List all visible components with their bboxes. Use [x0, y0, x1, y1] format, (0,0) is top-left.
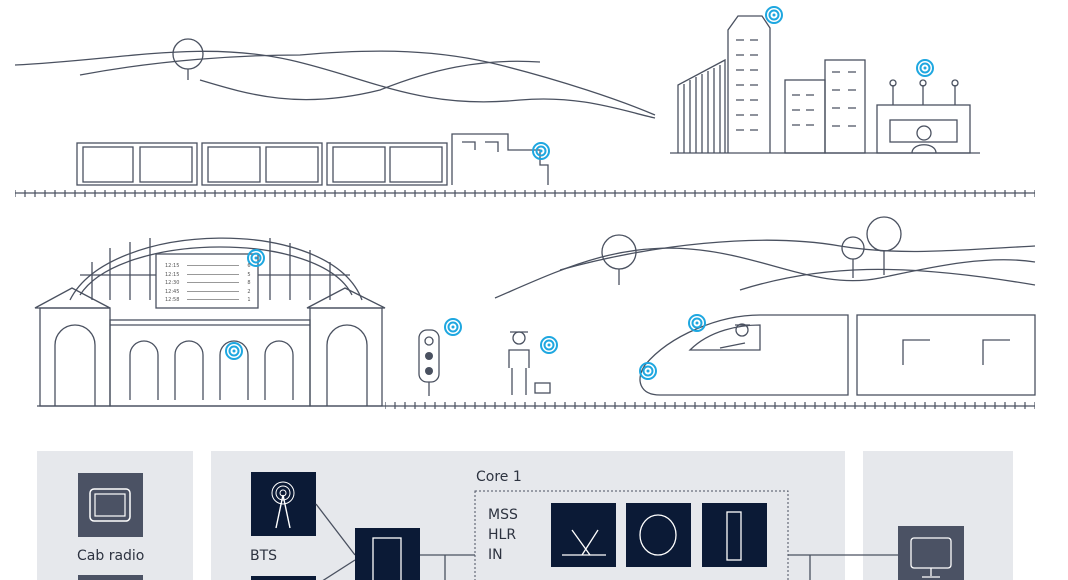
time: 12:58: [165, 297, 180, 303]
board-row: 12:45 2: [165, 288, 251, 297]
bts-label: BTS: [250, 548, 278, 564]
platform: 8: [247, 280, 251, 286]
time: 12:15: [165, 271, 180, 278]
core-function-hlr: HLR: [488, 527, 517, 543]
core-function-mss: MSS: [488, 507, 518, 523]
core-functions: MSS HLR IN: [488, 505, 518, 565]
freight-train: [76, 133, 550, 186]
bsc-server-icon: [355, 528, 420, 580]
board-row: 12:30 8: [165, 279, 251, 288]
platform: 5: [247, 271, 251, 278]
passenger-train: [639, 314, 1036, 396]
network-diagram: [37, 451, 1013, 580]
board-row: 12:15 6: [165, 262, 251, 271]
core-box: [474, 490, 789, 580]
sync-icon: [626, 503, 691, 567]
time: 12:45: [165, 288, 180, 295]
platform: 1: [247, 297, 251, 303]
cab-radio-label: Cab radio: [77, 548, 145, 564]
city-buildings: [670, 6, 980, 154]
core-function-in: IN: [488, 547, 503, 563]
board-row: 12:15 5: [165, 271, 251, 280]
platform: 6: [247, 263, 251, 269]
track-worker: [508, 331, 558, 395]
hills-top: [14, 38, 656, 119]
time: 12:15: [165, 263, 180, 269]
time: 12:30: [165, 280, 180, 286]
server-icon: [702, 503, 767, 567]
departure-board-rows: 12:15 6 12:15 5 12:30 8 12:45 2 12:58 1: [165, 262, 251, 305]
platform: 2: [247, 288, 251, 295]
cab-radio-icon: [78, 473, 143, 537]
board-row: 12:58 1: [165, 296, 251, 305]
core-label: Core 1: [476, 469, 522, 485]
switch-icon: [551, 503, 616, 567]
railway-signal: [418, 318, 462, 396]
hills-right: [494, 216, 1036, 299]
